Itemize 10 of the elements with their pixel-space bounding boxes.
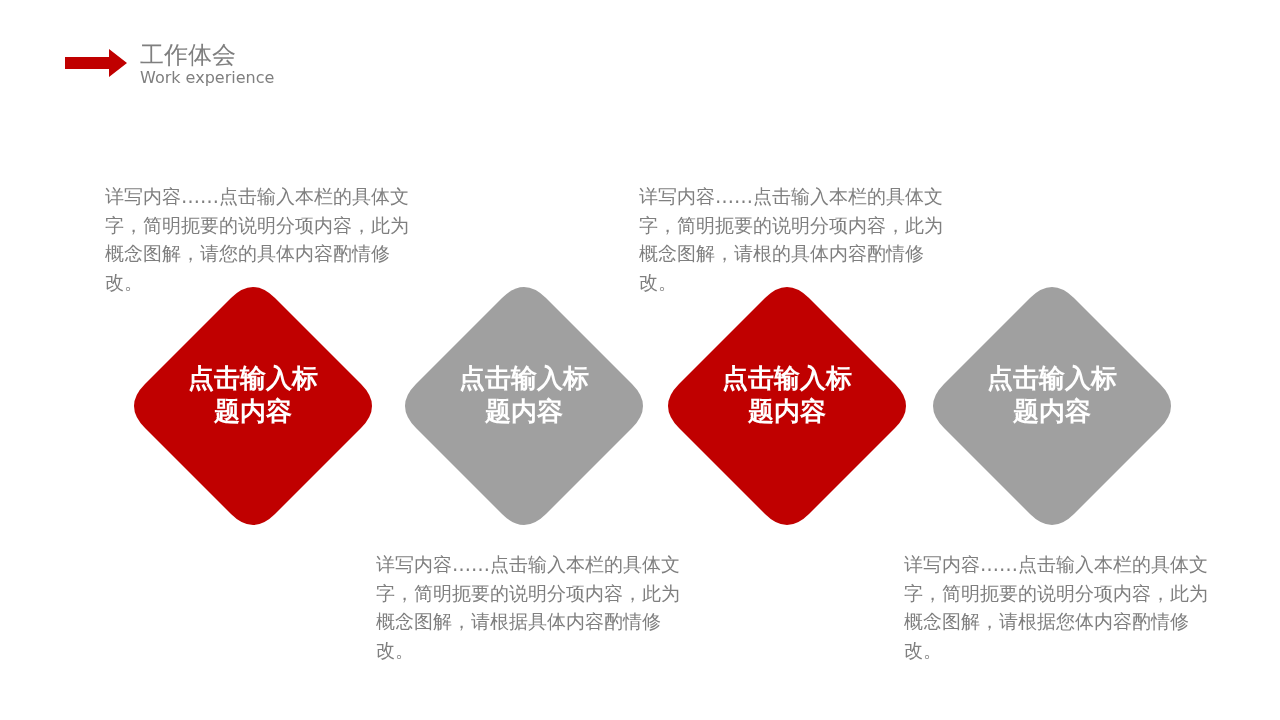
diamond-title: 点击输入标题内容 [721, 362, 853, 428]
description-text: 详写内容……点击输入本栏的具体文字，简明扼要的说明分项内容，此为概念图解，请根的具体内容酌情修改。 [639, 184, 944, 295]
diamond-title: 点击输入标题内容 [458, 362, 590, 428]
diamond-title: 点击输入标题内容 [187, 362, 319, 428]
description-text: 详写内容……点击输入本栏的具体文字，简明扼要的说明分项内容，此为概念图解，请根据具体内容酌情修改。 [376, 552, 681, 663]
slide-title: 工作体会 [140, 40, 236, 70]
diamond-title: 点击输入标题内容 [986, 362, 1118, 428]
subtitle-text: Work experience [140, 68, 275, 87]
description-text: 详写内容……点击输入本栏的具体文字，简明扼要的说明分项内容，此为概念图解，请您的具体内容酌情修改。 [105, 184, 410, 295]
description-text: 详写内容……点击输入本栏的具体文字，简明扼要的说明分项内容，此为概念图解，请根据您体内容酌情修改。 [904, 552, 1209, 663]
